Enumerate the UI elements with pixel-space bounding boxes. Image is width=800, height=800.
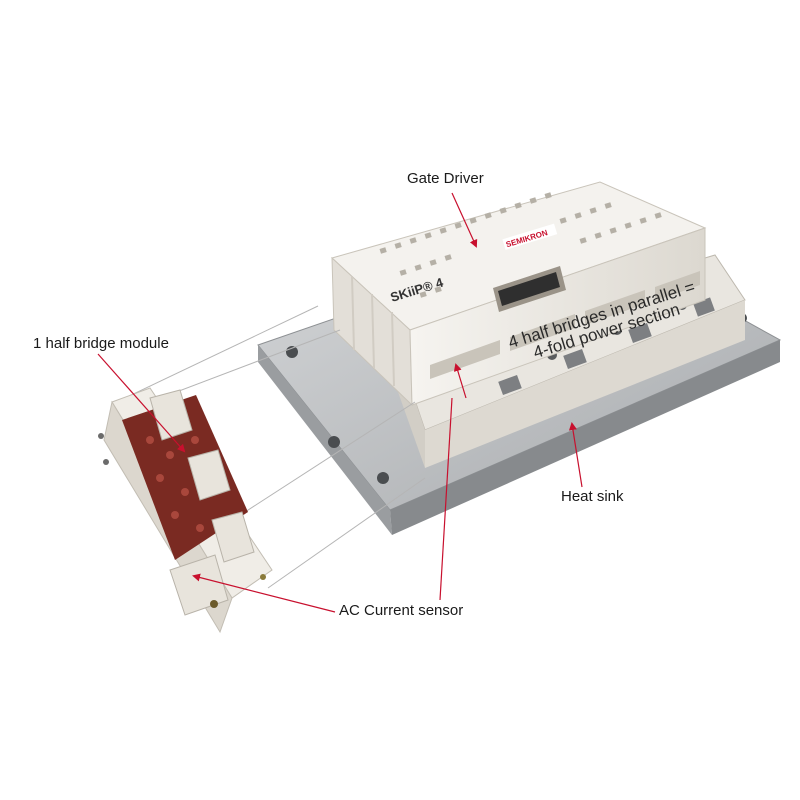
arrow-half-bridge: [97, 353, 186, 453]
arrow-gate-driver: [451, 192, 478, 248]
gate-driver-connector: [493, 266, 566, 312]
arrow-ac-sensor: [192, 573, 336, 613]
mounting-hole-icon: [377, 472, 389, 484]
ac-current-sensor: [169, 554, 229, 616]
label-gate-driver: Gate Driver: [407, 170, 484, 187]
label-ac-current-sensor: AC Current sensor: [339, 602, 464, 619]
callout-arrows: [97, 192, 583, 613]
gate-driver-module: SEMIKRON SKiiP® 4: [331, 181, 707, 407]
label-half-bridge-module: 1 half bridge module: [33, 335, 169, 352]
arrow-parallel-leader: [439, 397, 453, 601]
arrow-parallel: [453, 363, 467, 399]
projection-lines: [124, 305, 426, 589]
label-heat-sink: Heat sink: [561, 488, 624, 505]
half-bridge-module: [98, 387, 273, 634]
mounting-hole-icon: [328, 436, 340, 448]
arrow-heat-sink: [568, 422, 583, 488]
